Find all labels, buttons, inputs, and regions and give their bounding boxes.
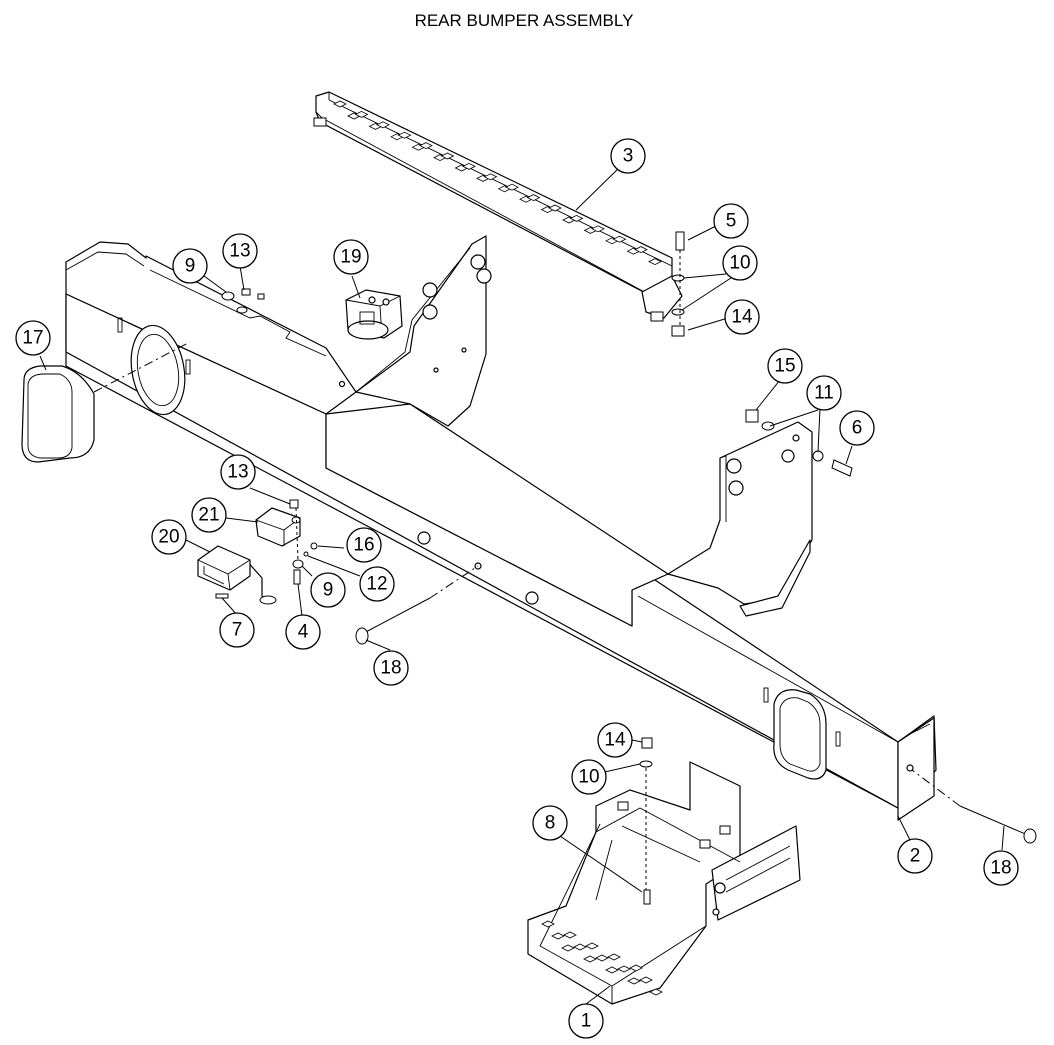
svg-text:18: 18 [380,658,401,679]
svg-text:18: 18 [990,858,1011,879]
tread-diamond [561,944,575,952]
right-mount-bracket [667,421,813,617]
tread-diamond [573,943,587,951]
callout-17: 17 [15,320,51,356]
svg-text:10: 10 [729,253,750,274]
callout-5: 5 [713,203,749,239]
svg-text:19: 19 [340,247,361,268]
tread-diamond [333,100,347,108]
svg-text:20: 20 [158,527,179,548]
svg-text:12: 12 [366,574,387,595]
callout-1: 1 [568,1003,604,1039]
tread-diamond [607,953,621,961]
callout-9a: 9 [172,248,208,284]
callout-9b: 9 [310,572,346,608]
callout-8: 8 [532,805,568,841]
tread-diamond [505,183,519,191]
callout-14a: 14 [724,299,760,335]
tread-diamond [617,965,631,973]
tread-diamond [627,977,641,985]
callout-20: 20 [151,519,187,555]
tread-diamond [612,235,627,243]
callout-3: 3 [610,138,646,174]
tread-diamond [462,162,476,170]
tread-diamond [629,964,643,972]
svg-text:14: 14 [731,307,753,328]
lower-step-part [527,761,801,1005]
license-light-bracket-part [245,507,301,605]
tread-diamond [548,204,562,212]
callout-19: 19 [333,239,369,275]
svg-text:15: 15 [774,356,795,377]
svg-text:1: 1 [581,1011,592,1032]
license-light-part [197,545,251,591]
svg-text:6: 6 [852,418,863,439]
svg-text:11: 11 [814,383,834,404]
tread-diamond [591,225,605,233]
tread-diamond [526,194,541,202]
svg-text:17: 17 [22,328,43,349]
callout-6: 6 [839,410,875,446]
tread-diamond [569,214,584,222]
svg-text:7: 7 [232,620,243,641]
diagram-title: REAR BUMPER ASSEMBLY [415,11,634,30]
callout-14b: 14 [597,722,633,758]
bumper-beam-part [65,241,937,821]
svg-text:13: 13 [229,241,250,262]
hardware-fasteners [215,231,1037,905]
svg-text:3: 3 [623,146,634,167]
svg-text:9: 9 [323,580,334,601]
tread-diamond [639,976,653,984]
upper-step-part [313,91,683,322]
callout-18a: 18 [373,650,409,686]
svg-text:2: 2 [910,846,921,867]
tread-diamond [563,931,577,939]
tread-diamond [354,110,369,118]
callout-16: 16 [346,527,382,563]
tread-diamond [483,173,498,181]
callout-13b: 13 [220,454,256,490]
callout-7: 7 [219,612,255,648]
svg-text:5: 5 [726,211,737,232]
svg-text:4: 4 [298,622,309,643]
tread-diamond [551,932,565,940]
tread-diamond [419,142,433,150]
tread-diamond [440,152,455,160]
callout-15: 15 [767,348,803,384]
tread-diamond [649,988,663,996]
svg-text:13: 13 [227,462,248,483]
callout-13a: 13 [222,233,258,269]
callout-10b: 10 [571,759,607,795]
svg-text:16: 16 [353,535,374,556]
tread-diamond [583,955,597,963]
svg-text:14: 14 [604,730,626,751]
hitch-block-part [345,289,403,340]
svg-text:9: 9 [185,256,196,277]
callout-12: 12 [359,566,395,602]
callout-18b: 18 [983,850,1019,886]
tread-diamond [648,258,662,266]
tread-diamond [397,131,412,139]
svg-text:8: 8 [545,813,556,834]
tread-diamond [376,121,390,129]
callout-21: 21 [191,497,227,533]
left-mount-bracket [355,235,492,427]
callout-leaders [39,165,1005,1005]
svg-text:10: 10 [578,767,599,788]
left-tail-lamp-part [21,341,191,463]
tread-diamond [585,942,599,950]
callout-4: 4 [285,614,321,650]
tread-diamond [605,966,619,974]
callout-2: 2 [897,838,933,874]
callout-11: 11 [806,375,842,411]
tread-diamond [595,954,609,962]
right-tail-lamp [773,689,827,780]
tread-diamond [634,246,648,254]
svg-text:21: 21 [198,505,219,526]
tread-diamond [541,920,555,928]
callout-10a: 10 [722,245,758,281]
